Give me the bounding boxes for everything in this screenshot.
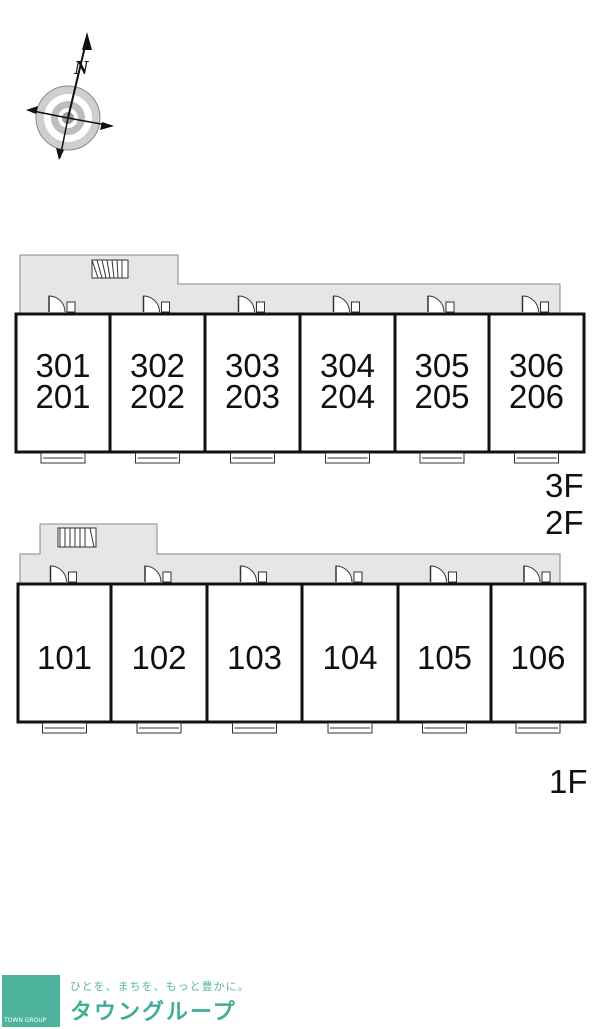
window-icon xyxy=(514,452,559,464)
unit-104: 104 xyxy=(300,565,400,734)
unit-number-upper: 305 xyxy=(414,347,469,384)
door-icon xyxy=(335,565,363,583)
window-icon xyxy=(136,722,182,734)
window-icon xyxy=(325,452,370,464)
window-icon xyxy=(419,452,465,464)
unit-number-lower: 204 xyxy=(320,378,375,415)
logo-name: タウングループ xyxy=(70,1000,237,1025)
unit-103: 103 xyxy=(205,565,304,734)
stairs-icon xyxy=(57,527,97,548)
logo-tagline: ひとを、まちを、もっと豊かに。 xyxy=(70,980,250,993)
window-icon xyxy=(515,722,561,734)
window-icon xyxy=(135,452,180,464)
door-icon xyxy=(237,295,265,313)
window-icon xyxy=(327,722,373,734)
unit-number-lower: 203 xyxy=(225,378,280,415)
stairs-icon xyxy=(91,259,129,279)
door-icon xyxy=(144,565,172,583)
unit-number-upper: 301 xyxy=(35,347,90,384)
unit-106: 106 xyxy=(489,565,587,734)
door-icon xyxy=(49,565,77,583)
window-icon xyxy=(40,452,86,464)
door-icon xyxy=(427,295,455,313)
unit-number-lower: 206 xyxy=(509,378,564,415)
compass-icon: N xyxy=(26,32,114,160)
window-icon xyxy=(42,722,87,734)
unit-101: 101 xyxy=(16,565,113,734)
window-icon xyxy=(422,722,467,734)
door-icon xyxy=(48,295,76,313)
corridor-lower xyxy=(19,523,561,585)
door-icon xyxy=(239,565,267,583)
door-icon xyxy=(142,295,170,313)
unit-number: 101 xyxy=(37,639,92,676)
unit-number: 103 xyxy=(227,639,282,676)
door-icon xyxy=(523,565,551,583)
floor-label-1f: 1F xyxy=(549,763,588,800)
unit-number-upper: 306 xyxy=(509,347,564,384)
window-icon xyxy=(232,722,277,734)
unit-number: 106 xyxy=(510,639,565,676)
unit-number: 105 xyxy=(417,639,472,676)
unit-number: 102 xyxy=(131,639,186,676)
north-label: N xyxy=(73,57,90,79)
floor-label-2f: 2F xyxy=(545,504,584,541)
door-icon xyxy=(429,565,457,583)
lower-block: 101 102 103 104 105 106 1F xyxy=(16,523,588,800)
unit-number-lower: 205 xyxy=(414,378,469,415)
unit-number-lower: 201 xyxy=(35,378,90,415)
door-icon xyxy=(521,295,549,313)
unit-number: 104 xyxy=(322,639,377,676)
door-icon xyxy=(332,295,360,313)
unit-number-lower: 202 xyxy=(130,378,185,415)
unit-102: 102 xyxy=(109,565,209,734)
logo-small-text: TOWN GROUP xyxy=(4,1017,47,1024)
logo-tree-icon xyxy=(2,975,60,1027)
unit-number-upper: 304 xyxy=(320,347,375,384)
unit-number-upper: 302 xyxy=(130,347,185,384)
unit-105: 105 xyxy=(396,565,493,734)
unit-number-upper: 303 xyxy=(225,347,280,384)
window-icon xyxy=(230,452,275,464)
floor-label-3f: 3F xyxy=(545,467,584,504)
